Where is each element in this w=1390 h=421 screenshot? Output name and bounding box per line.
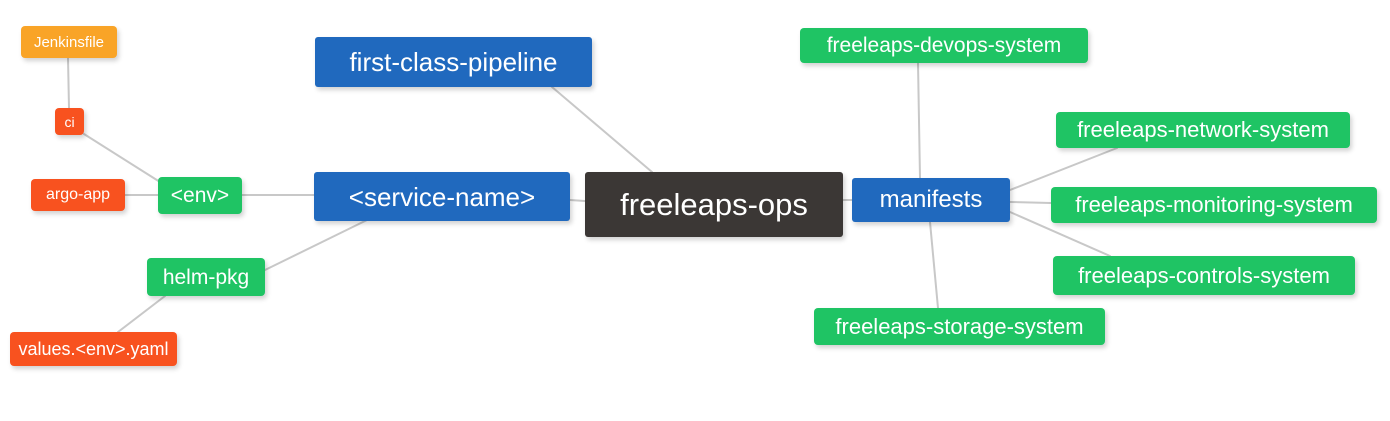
node-ci[interactable]: ci: [55, 108, 84, 135]
edge-manifests-storagesystem: [929, 221, 939, 309]
node-freeleaps-storage-system[interactable]: freeleaps-storage-system: [814, 308, 1105, 345]
edge-helmpkg-servicename: [264, 219, 368, 271]
node-freeleaps-monitoring-system[interactable]: freeleaps-monitoring-system: [1051, 187, 1377, 223]
node-freeleaps-controls-system[interactable]: freeleaps-controls-system: [1053, 256, 1355, 295]
node-manifests[interactable]: manifests: [852, 178, 1010, 222]
edge-manifests-monitoringsystem: [1009, 201, 1052, 204]
node-label: freeleaps-network-system: [1077, 117, 1329, 142]
node-root-freeleaps-ops[interactable]: freeleaps-ops: [585, 172, 843, 237]
node-first-class-pipeline[interactable]: first-class-pipeline: [315, 37, 592, 87]
node-label: values.<env>.yaml: [18, 339, 169, 359]
node-label: freeleaps-monitoring-system: [1075, 192, 1353, 217]
edge-ci-env: [83, 133, 161, 183]
edge-jenkinsfile-ci: [67, 57, 70, 109]
node-env[interactable]: <env>: [158, 177, 242, 214]
node-label: freeleaps-ops: [620, 187, 808, 222]
node-argo-app[interactable]: argo-app: [31, 179, 125, 211]
node-label: <env>: [170, 184, 230, 207]
node-service-name[interactable]: <service-name>: [314, 172, 570, 221]
node-label: first-class-pipeline: [349, 47, 558, 77]
node-label: argo-app: [45, 186, 111, 203]
node-freeleaps-network-system[interactable]: freeleaps-network-system: [1056, 112, 1350, 148]
node-label: manifests: [879, 186, 983, 213]
node-values-env-yaml[interactable]: values.<env>.yaml: [10, 332, 177, 366]
node-label: Jenkinsfile: [33, 33, 105, 51]
edge-valuesyaml-helmpkg: [117, 295, 166, 333]
node-helm-pkg[interactable]: helm-pkg: [147, 258, 265, 296]
edge-servicename-root: [569, 199, 586, 202]
node-freeleaps-devops-system[interactable]: freeleaps-devops-system: [800, 28, 1088, 63]
node-jenkinsfile[interactable]: Jenkinsfile: [21, 26, 117, 58]
node-label: freeleaps-controls-system: [1078, 262, 1330, 288]
node-label: ci: [64, 113, 75, 130]
edge-firstclasspipeline-root: [551, 86, 653, 173]
edge-manifests-devopssystem: [917, 62, 921, 179]
edge-manifests-networksystem: [1009, 147, 1118, 191]
node-label: <service-name>: [348, 181, 536, 212]
node-label: freeleaps-devops-system: [826, 34, 1062, 57]
node-label: helm-pkg: [162, 265, 250, 289]
node-label: freeleaps-storage-system: [835, 313, 1084, 339]
